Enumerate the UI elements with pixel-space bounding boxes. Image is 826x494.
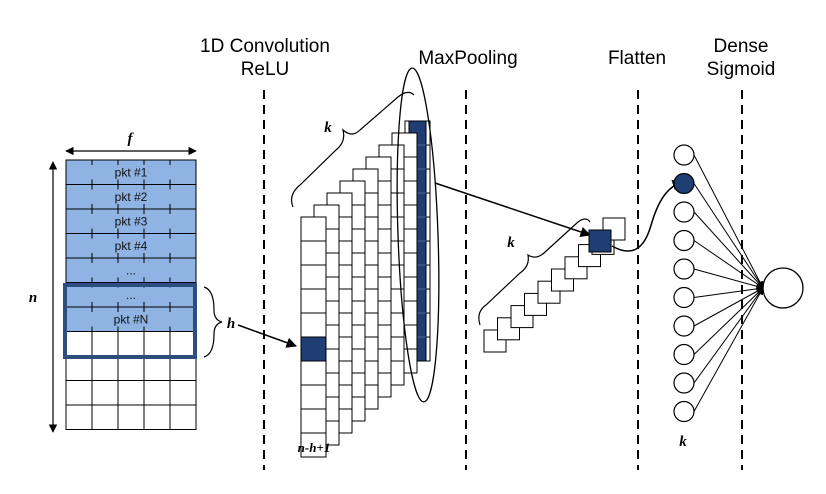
layer-separators bbox=[263, 90, 743, 470]
pooled-feature-stack bbox=[483, 217, 626, 353]
header-conv-line2: ReLU bbox=[241, 59, 290, 80]
packet-row bbox=[65, 306, 197, 332]
dense-edge bbox=[693, 211, 764, 289]
dense-edge bbox=[693, 268, 764, 290]
dense-edge bbox=[693, 287, 764, 412]
dense-neuron bbox=[673, 201, 695, 223]
dense-connections bbox=[693, 154, 764, 412]
pool-to-flatten-arrow bbox=[434, 182, 591, 237]
padding-row bbox=[65, 331, 197, 357]
dense-neuron bbox=[673, 372, 695, 394]
header-pool: MaxPooling bbox=[418, 48, 517, 69]
input-row-labels: pkt #1 pkt #2 pkt #3 pkt #4...... pkt #N bbox=[114, 165, 149, 326]
h-to-conv-arrow bbox=[237, 324, 297, 348]
header-dense-line2: Sigmoid bbox=[707, 59, 776, 80]
packet-row-label: pkt #3 bbox=[115, 214, 148, 228]
dense-edge bbox=[693, 285, 764, 298]
k-conv-label: k bbox=[324, 120, 332, 136]
packet-row bbox=[65, 233, 197, 259]
packet-row-label: pkt #4 bbox=[115, 239, 148, 253]
k-flatten-brace bbox=[478, 218, 591, 326]
header-conv-line1: 1D Convolution bbox=[200, 36, 330, 57]
packet-row-label: ... bbox=[126, 263, 136, 277]
packet-row bbox=[65, 159, 197, 185]
dense-edge bbox=[693, 240, 764, 289]
dense-neurons bbox=[673, 144, 695, 423]
packet-row bbox=[65, 208, 197, 234]
dense-edge bbox=[693, 287, 764, 384]
k-flatten-label: k bbox=[507, 235, 515, 251]
h-label: h bbox=[227, 316, 235, 332]
k-dense-label: k bbox=[679, 434, 687, 450]
conv-filter-map bbox=[300, 216, 327, 458]
f-label: f bbox=[128, 131, 135, 147]
dense-neuron bbox=[673, 229, 695, 252]
dense-neuron bbox=[673, 400, 695, 423]
pooling-ellipse bbox=[396, 67, 440, 403]
conv-feature-maps bbox=[300, 120, 431, 458]
dense-neuron bbox=[673, 343, 695, 366]
dense-edge bbox=[693, 154, 764, 289]
padding-row bbox=[65, 355, 197, 381]
input-matrix bbox=[65, 159, 197, 430]
packet-row-label: pkt #1 bbox=[115, 165, 148, 179]
dense-neuron bbox=[673, 315, 695, 337]
output-neuron bbox=[762, 267, 804, 309]
packet-row-label: ... bbox=[126, 288, 136, 302]
conv-length-label: n-h+1 bbox=[298, 440, 331, 455]
dense-edge bbox=[693, 287, 764, 355]
padding-row bbox=[65, 404, 197, 430]
dense-neuron bbox=[673, 144, 695, 166]
dense-neuron-active bbox=[673, 172, 695, 195]
packet-row-label: pkt #N bbox=[114, 312, 149, 326]
h-brace bbox=[203, 286, 223, 358]
header-dense-line1: Dense bbox=[714, 36, 769, 57]
padding-row bbox=[65, 380, 197, 406]
n-label: n bbox=[29, 290, 37, 306]
pooled-feature-selected bbox=[588, 229, 612, 253]
packet-row bbox=[65, 184, 197, 210]
conv-output-cell bbox=[300, 336, 327, 362]
dense-edge bbox=[693, 287, 764, 327]
header-flatten: Flatten bbox=[608, 48, 666, 69]
dense-neuron bbox=[673, 258, 695, 280]
dense-edge bbox=[693, 183, 764, 289]
flatten-to-dense-arrow bbox=[611, 180, 683, 252]
packet-row-label: pkt #2 bbox=[115, 190, 148, 204]
kernel-window-h bbox=[63, 283, 197, 359]
dense-neuron bbox=[673, 286, 695, 309]
